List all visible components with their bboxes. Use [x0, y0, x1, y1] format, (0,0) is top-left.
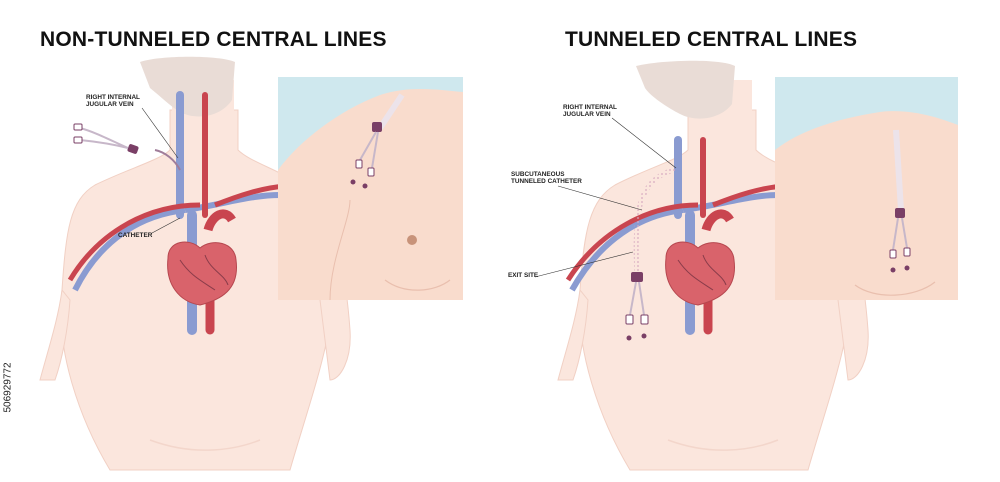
nipple [407, 235, 417, 245]
right-head [636, 60, 735, 119]
right-inset [775, 77, 958, 300]
left-catheter-hub [127, 144, 139, 154]
stock-id: 506929772 [2, 362, 14, 413]
right-panel-title: TUNNELED CENTRAL LINES [565, 28, 858, 51]
left-head [140, 56, 235, 117]
right-jugular-vein-label: RIGHT INTERNAL JUGULAR VEIN [563, 104, 617, 119]
right-catheter-hub [631, 272, 643, 282]
left-heart [167, 241, 237, 306]
left-anatomy-figure [39, 56, 351, 471]
left-catheter-label: CATHETER [118, 232, 153, 239]
left-panel-title: NON-TUNNELED CENTRAL LINES [40, 28, 387, 51]
right-heart [665, 241, 735, 306]
subcutaneous-catheter-label: SUBCUTANEOUS TUNNELED CATHETER [511, 171, 582, 186]
left-inset [278, 77, 463, 301]
left-jugular-vein-label: RIGHT INTERNAL JUGULAR VEIN [86, 94, 140, 109]
subcutaneous-tunneled-catheter [633, 167, 677, 276]
exit-site-label: EXIT SITE [508, 272, 539, 279]
